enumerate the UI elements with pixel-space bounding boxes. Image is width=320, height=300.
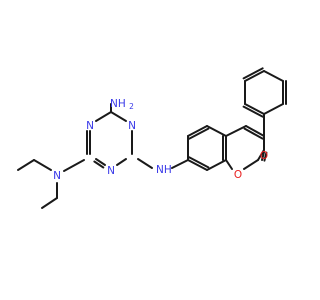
bond-n-ethyl1-a [33, 159, 52, 171]
bond-layer [17, 67, 287, 209]
atom-label-layer: NH 2 N N N N NH O O [53, 98, 268, 182]
bond-pyran-1 [225, 125, 247, 137]
atom-triazine-n-upper-left: N [86, 120, 94, 132]
bond-triazine-c-n1 [95, 111, 112, 122]
bond-benz-6 [187, 159, 208, 171]
bond-triazine-n3-c [116, 158, 127, 166]
bond-benz-5 [206, 159, 227, 171]
atom-diethylamine-n: N [53, 170, 61, 182]
bond-pyran-o-c [225, 159, 233, 170]
atom-carbonyl-o: O [260, 150, 268, 162]
bond-triazine-c-n3-second [93, 160, 105, 169]
bond-n-ethyl1-b [17, 159, 35, 171]
bond-ph-1 [263, 103, 284, 115]
bond-pyran-co [257, 149, 265, 161]
bond-ph-4 [244, 70, 265, 82]
bond-ph-6-second [242, 105, 264, 118]
bond-n-ethyl2-b [41, 197, 58, 209]
molecule-diagram: NH 2 N N N N NH O O [17, 67, 287, 209]
atom-ring-o: O [234, 169, 242, 181]
bond-carbonyl [261, 151, 265, 161]
bond-triazine-c-n3 [95, 158, 106, 166]
bond-pyran-2-second [243, 127, 264, 140]
atom-nh2: NH 2 [110, 98, 134, 111]
bond-ph-4-second [242, 67, 264, 80]
atom-triazine-n-upper-right: N [128, 120, 136, 132]
bond-ph-6 [244, 103, 265, 115]
bond-pyran-o-co [243, 159, 259, 170]
atom-bridge-nh: NH [156, 164, 172, 176]
bond-benz-2-second [188, 127, 210, 140]
bond-triazine-c-n2 [110, 111, 127, 122]
bond-benz-2 [187, 125, 208, 137]
bond-benz-3 [206, 125, 227, 137]
bond-c-diethyl-n [63, 159, 85, 172]
bond-ph-3 [263, 70, 284, 82]
bond-nh-aryl [171, 159, 189, 169]
bond-carbonyl-second [263, 151, 268, 162]
bond-benz-6-second [188, 156, 210, 169]
bond-triazine-nh [137, 158, 153, 169]
atom-triazine-n-bottom: N [107, 165, 115, 177]
bond-pyran-2 [245, 125, 265, 137]
